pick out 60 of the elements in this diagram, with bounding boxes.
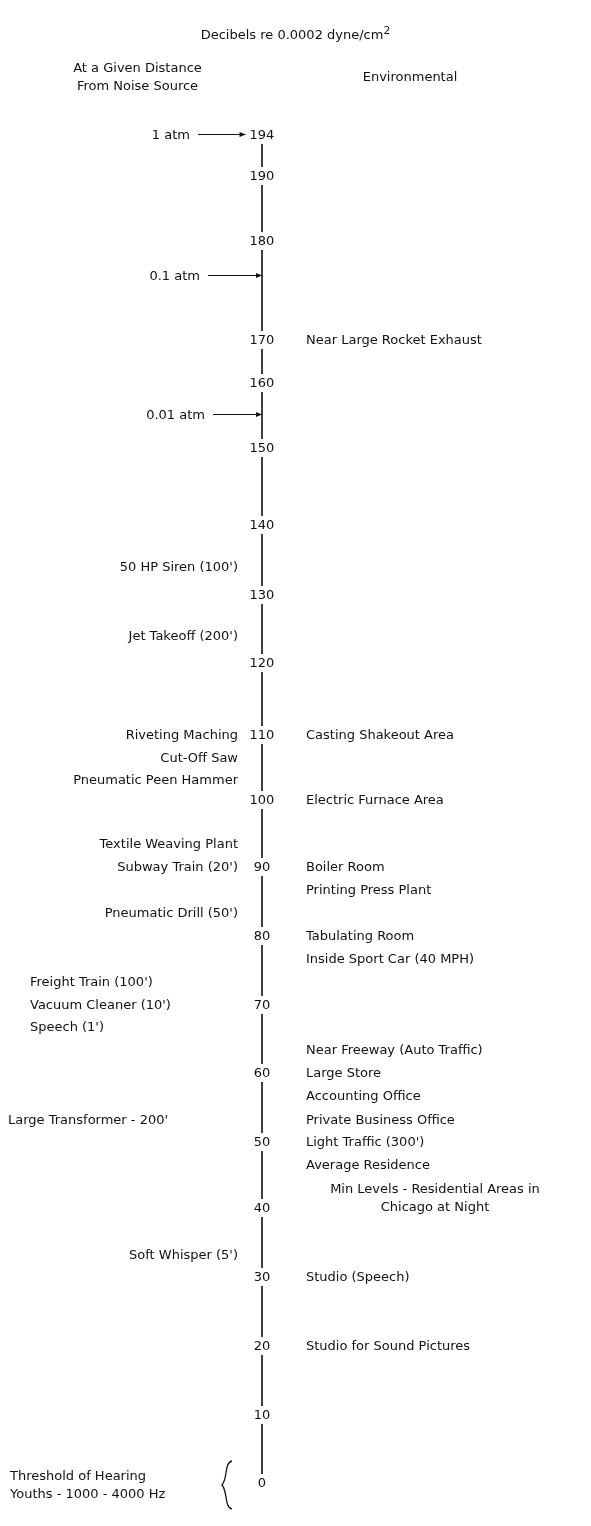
noise-source-label: Pneumatic Drill (50') — [104, 904, 238, 922]
scale-value: 100 — [248, 791, 276, 809]
noise-source-label: Inside Sport Car (40 MPH) — [306, 950, 475, 968]
noise-source-label: 50 HP Siren (100') — [119, 558, 238, 576]
noise-source-label: Vacuum Cleaner (10') — [30, 996, 171, 1014]
scale-value: 194 — [242, 126, 282, 144]
scale-value: 190 — [248, 167, 276, 185]
noise-source-label: Studio for Sound Pictures — [306, 1337, 471, 1355]
noise-source-label: Soft Whisper (5') — [129, 1246, 238, 1264]
scale-value: 90 — [252, 858, 272, 876]
noise-source-label: Pneumatic Peen Hammer — [73, 771, 238, 789]
noise-source-label: Boiler Room — [306, 858, 385, 876]
scale-value: 70 — [252, 996, 272, 1014]
column-heading: Environmental — [361, 68, 459, 86]
noise-source-label: Min Levels - Residential Areas in Chicago at Night — [329, 1180, 541, 1216]
column-heading: At a Given Distance From Noise Source — [72, 59, 203, 95]
scale-value: 170 — [248, 331, 276, 349]
noise-source-label: Light Traffic (300') — [306, 1133, 425, 1151]
noise-source-label: Jet Takeoff (200') — [128, 627, 238, 645]
arrow — [197, 132, 247, 137]
noise-source-label: Tabulating Room — [306, 927, 415, 945]
pressure-label: 1 atm — [151, 126, 190, 144]
noise-source-label: Riveting Maching — [125, 726, 238, 744]
scale-value: 40 — [252, 1199, 272, 1217]
noise-source-label: Near Large Rocket Exhaust — [306, 331, 482, 349]
scale-value: 150 — [248, 439, 276, 457]
scale-value: 30 — [252, 1268, 272, 1286]
scale-value: 0 — [256, 1474, 268, 1492]
scale-value: 180 — [248, 232, 276, 250]
pressure-label: 0.01 atm — [146, 406, 205, 424]
noise-source-label: Cut-Off Saw — [160, 749, 238, 767]
scale-value: 20 — [252, 1337, 272, 1355]
noise-source-label: Threshold of Hearing Youths - 1000 - 4000 Hz — [10, 1467, 167, 1503]
scale-value: 130 — [248, 586, 276, 604]
noise-source-label: Casting Shakeout Area — [306, 726, 454, 744]
scale-value: 110 — [248, 726, 276, 744]
noise-source-label: Large Store — [306, 1064, 382, 1082]
noise-source-label: Printing Press Plant — [306, 881, 432, 899]
scale-value: 60 — [252, 1064, 272, 1082]
scale-value: 160 — [248, 374, 276, 392]
scale-value: 50 — [252, 1133, 272, 1151]
noise-source-label: Textile Weaving Plant — [99, 835, 238, 853]
pressure-label: 0.1 atm — [149, 267, 200, 285]
scale-value: 140 — [248, 516, 276, 534]
scale-value: 10 — [252, 1406, 272, 1424]
noise-source-label: Electric Furnace Area — [306, 791, 444, 809]
noise-source-label: Studio (Speech) — [306, 1268, 410, 1286]
noise-source-label: Subway Train (20') — [117, 858, 238, 876]
noise-source-label: Speech (1') — [30, 1018, 104, 1036]
scale-value: 120 — [248, 654, 276, 672]
scale-value: 80 — [252, 927, 272, 945]
noise-source-label: Freight Train (100') — [30, 973, 153, 991]
noise-source-label: Near Freeway (Auto Traffic) — [306, 1041, 483, 1059]
noise-source-label: Private Business Office — [306, 1111, 455, 1129]
arrow — [212, 412, 263, 417]
chart-title: Decibels re 0.0002 dyne/cm$^{2}$ — [199, 23, 392, 45]
noise-source-label: Accounting Office — [306, 1087, 421, 1105]
noise-source-label: Average Residence — [306, 1156, 430, 1174]
noise-source-label: Large Transformer - 200' — [8, 1111, 169, 1129]
arrow — [207, 273, 263, 278]
